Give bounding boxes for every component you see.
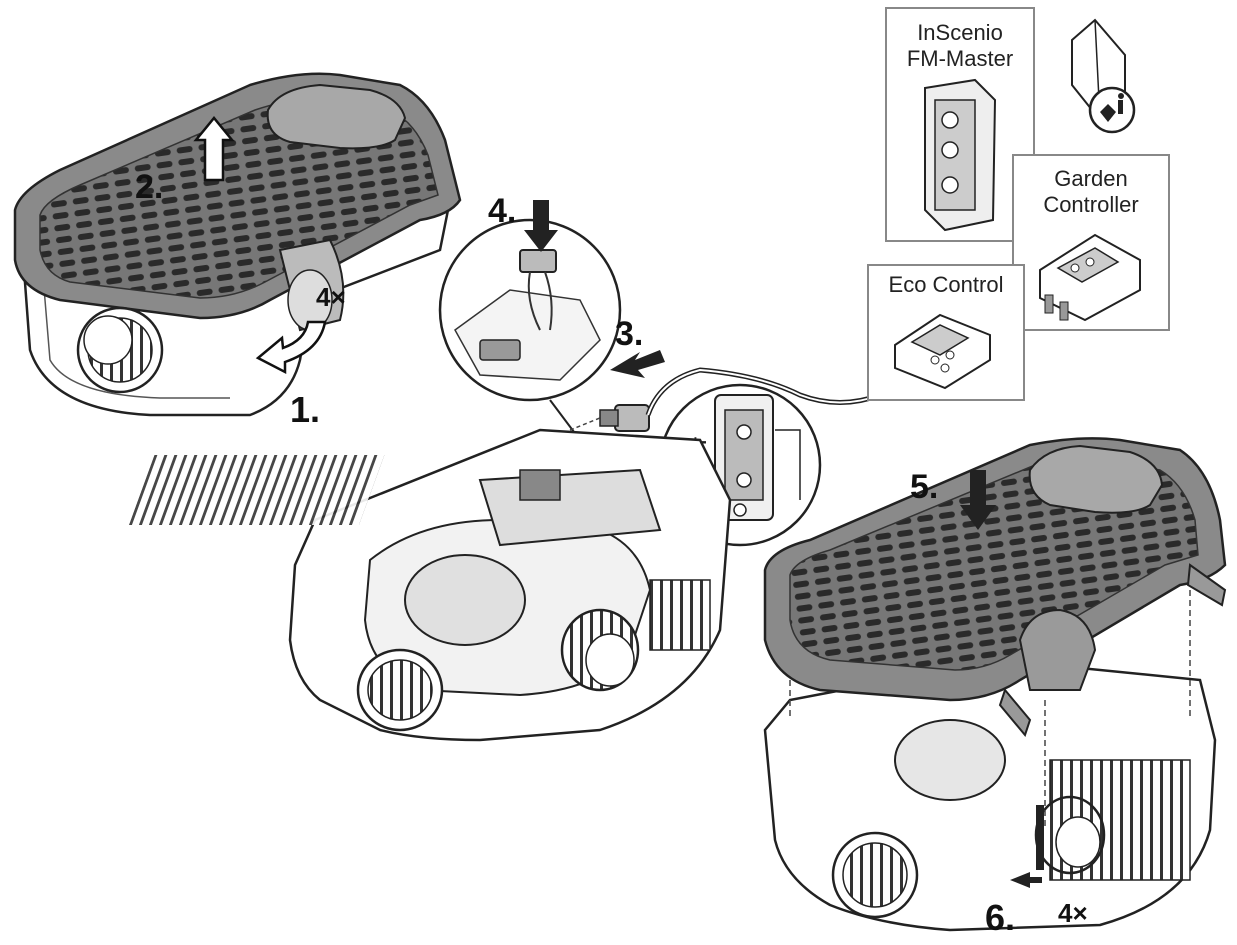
pump-reassembly [763, 437, 1227, 932]
eco-control-box [867, 264, 1025, 401]
garden-controller-box [1012, 154, 1170, 331]
garden-title-line2: Controller [1043, 192, 1138, 217]
step-1-label: 1. [290, 389, 320, 430]
inscenio-title-line2: FM-Master [907, 46, 1013, 71]
step-4-label: 4. [488, 192, 516, 230]
garden-title-line1: Garden [1054, 166, 1127, 191]
pump-open [128, 428, 732, 742]
arrow-left-icon [610, 350, 665, 378]
inscenio-title-line1: InScenio [917, 20, 1003, 45]
inscenio-box [885, 7, 1035, 242]
arrow-down-icon [524, 200, 558, 252]
step-3-label: 3. [615, 315, 643, 353]
read-instructions-icon [1088, 86, 1136, 134]
eco-control-title: Eco Control [889, 272, 1004, 297]
arrow-left-icon [1010, 872, 1042, 888]
arrow-up-icon [193, 116, 235, 182]
step-5-label: 5. [910, 468, 938, 506]
arrow-left-icon [255, 320, 327, 375]
multiplier-label-2: 4× [1058, 898, 1088, 928]
step-2-label: 2. [135, 168, 163, 206]
arrow-down-icon [960, 470, 996, 530]
connector-plug [569, 404, 650, 432]
connector-detail [438, 200, 622, 441]
multiplier-label-1: 4× [316, 282, 346, 312]
step-6-label: 6. [985, 897, 1015, 938]
pump-closed [13, 72, 462, 417]
